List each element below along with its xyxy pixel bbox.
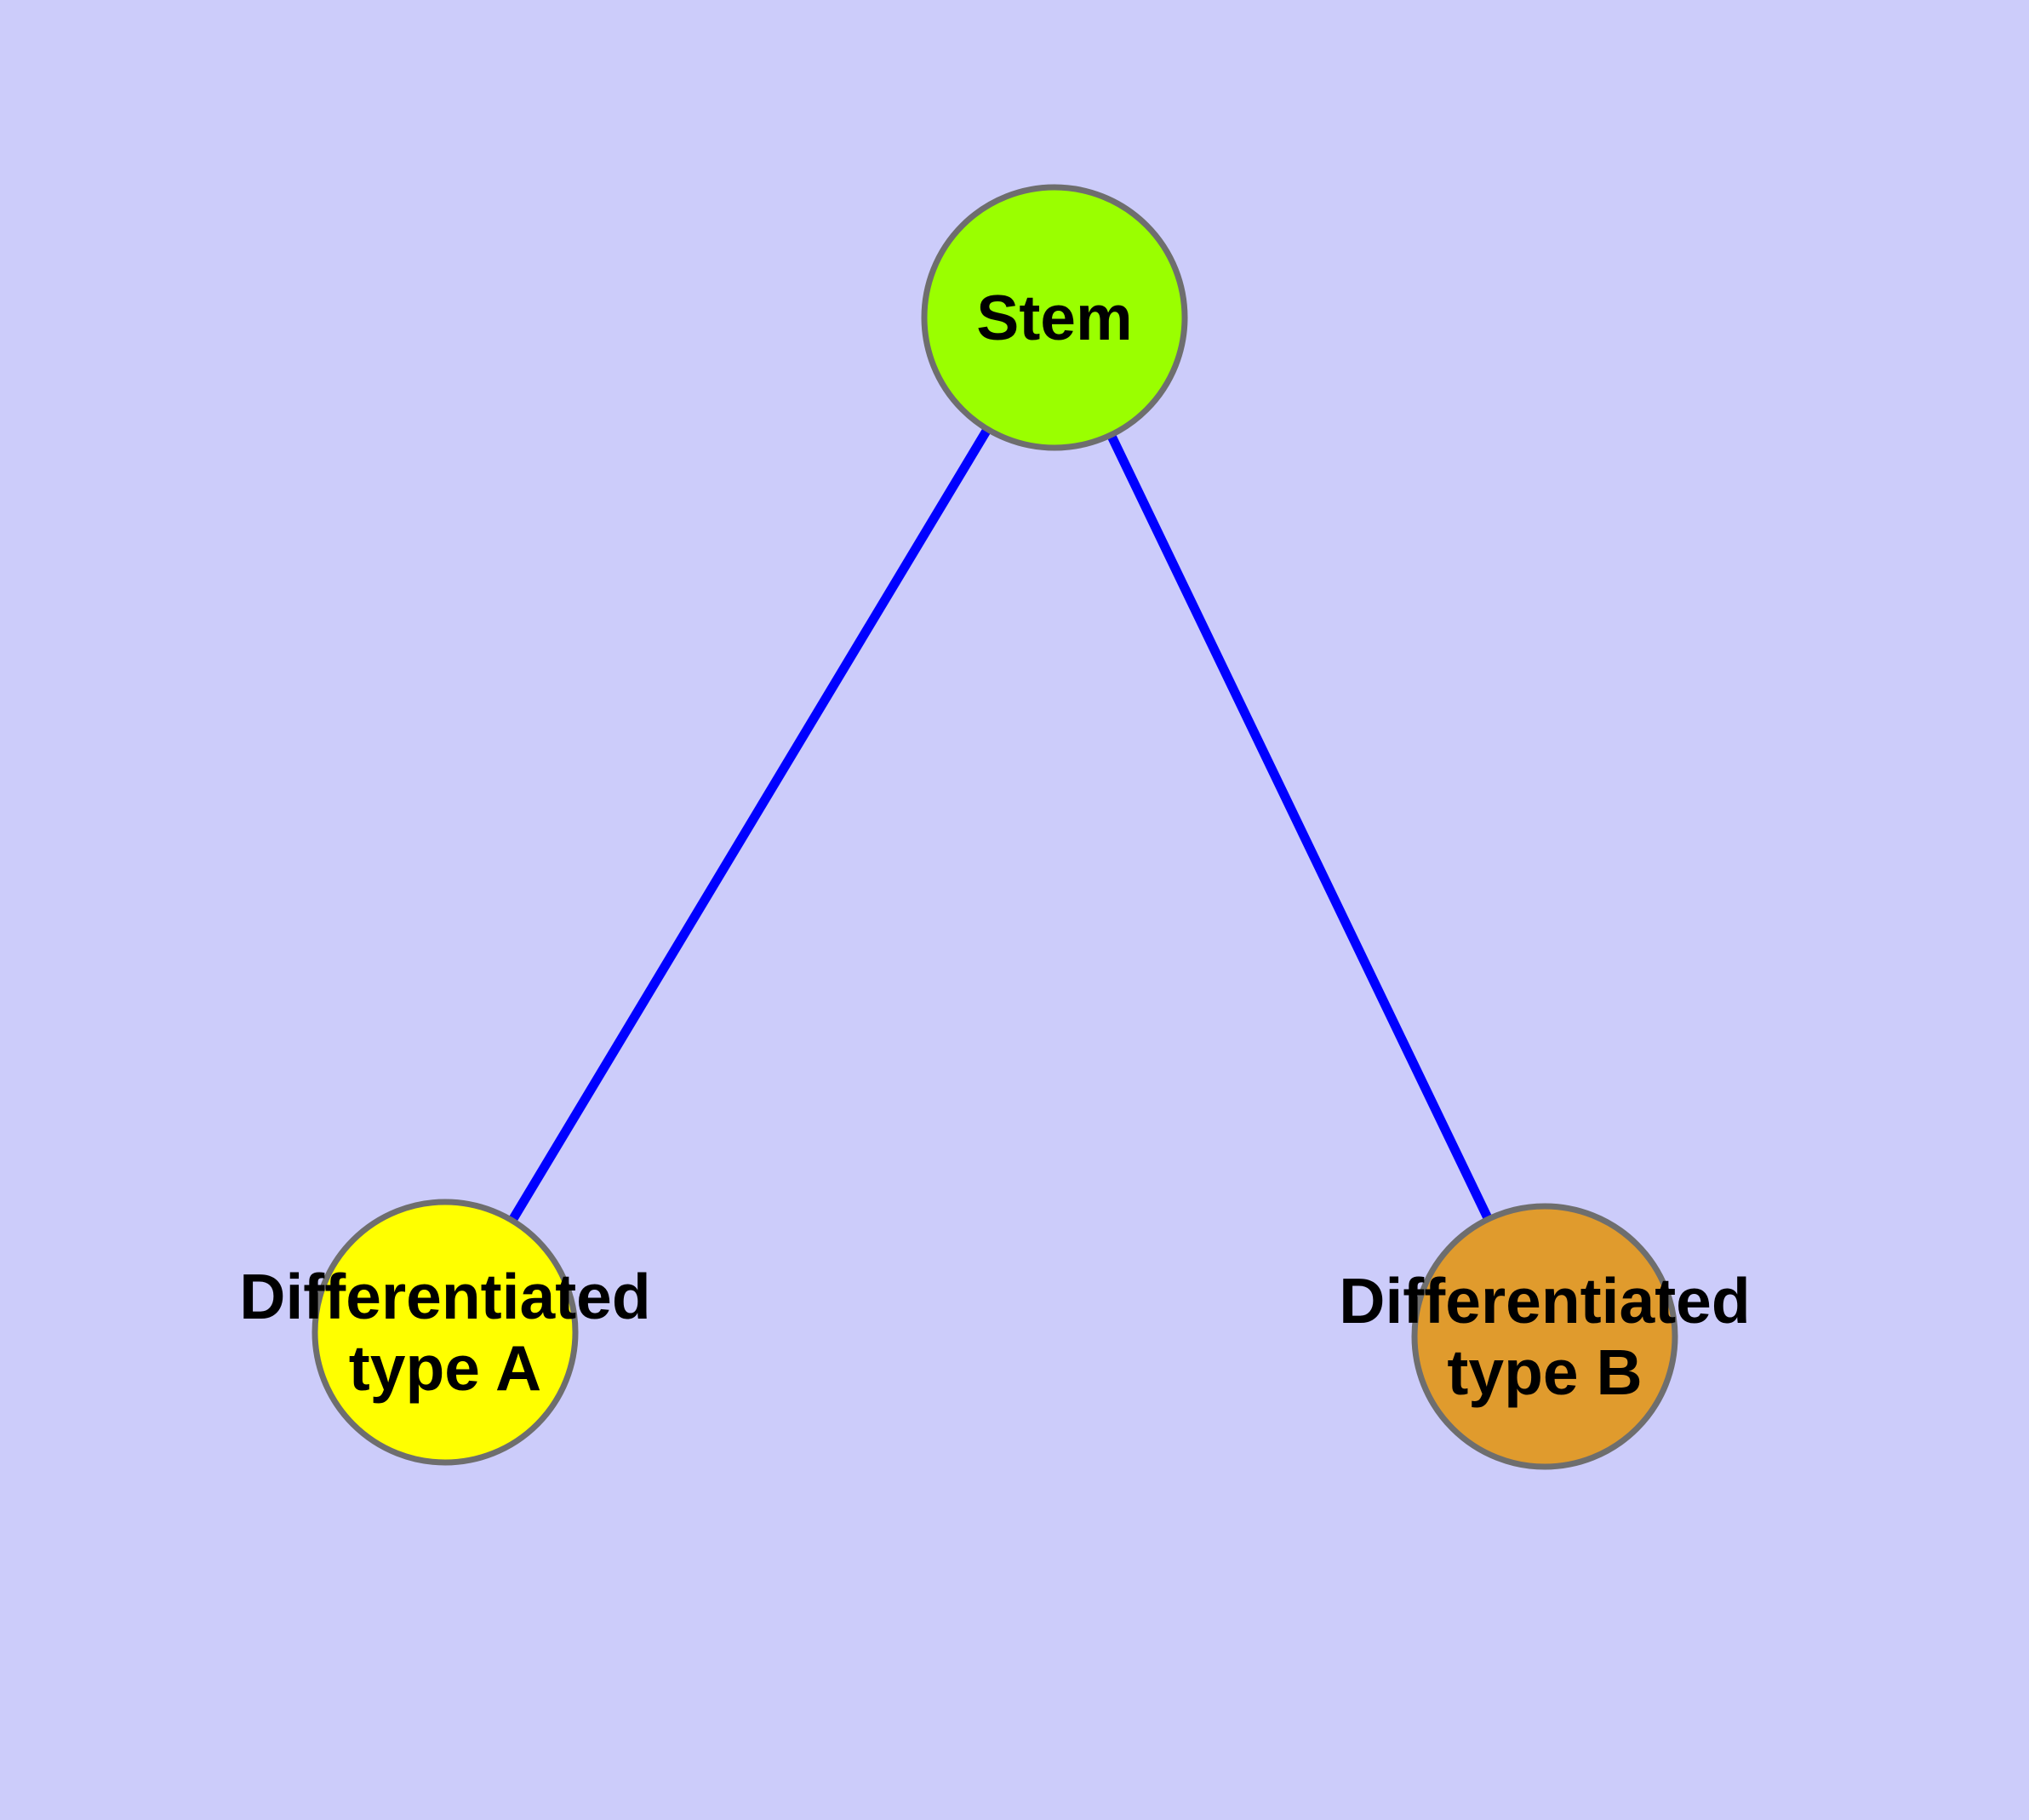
edge-stem-to-differentiated-type-a[interactable] — [441, 315, 1059, 1335]
node-stem[interactable] — [921, 184, 1188, 451]
node-differentiated-type-a[interactable] — [311, 1199, 579, 1466]
edge-stem-to-differentiated-type-b[interactable] — [1050, 315, 1549, 1339]
node-differentiated-type-b[interactable] — [1411, 1203, 1678, 1470]
edge-layer — [441, 315, 1549, 1339]
node-layer — [311, 184, 1678, 1470]
